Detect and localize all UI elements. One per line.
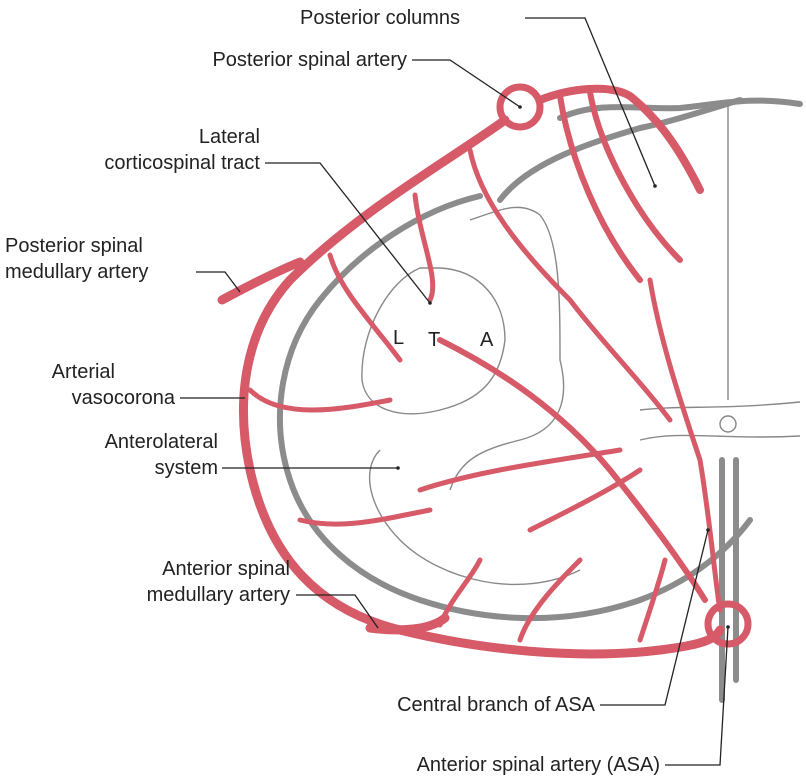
- label-posterior-columns: Posterior columns: [300, 7, 461, 29]
- artery-branch: [587, 89, 683, 263]
- leader-lateral-corticospinal: [265, 162, 431, 304]
- leader-posterior-columns: [525, 17, 656, 187]
- vasocorona-top: [536, 84, 704, 194]
- artery-branch: [247, 387, 393, 413]
- label-vasocorona-line2: vasocorona: [71, 387, 175, 409]
- label-posterior-medullary-line2: medullary artery: [5, 261, 149, 283]
- anterolateral-outline: [368, 449, 581, 586]
- posterior-spinal-medullary-artery: [217, 257, 305, 305]
- label-anterior-medullary-line2: medullary artery: [146, 584, 290, 606]
- artery-branch: [437, 337, 708, 603]
- label-lateral-line1: Lateral: [198, 126, 260, 148]
- artery-branch: [557, 93, 643, 283]
- label-lateral-line2: corticospinal tract: [104, 152, 260, 174]
- central-canal: [719, 415, 737, 433]
- label-posterior-spinal-artery: Posterior spinal artery: [212, 49, 407, 71]
- artery-branch: [467, 147, 673, 423]
- leader-anterior-spinal-artery: [665, 626, 729, 766]
- midline-fissure: [719, 457, 739, 703]
- leader-posterior-spinal-medullary: [196, 271, 241, 293]
- cord-outer-outline: [557, 97, 803, 121]
- vasocorona-ring: [239, 115, 725, 659]
- posterior-spinal-artery-vessel: [496, 83, 544, 131]
- label-anterolateral-line2: system: [154, 457, 218, 479]
- artery-branch: [517, 557, 583, 643]
- artery-branch: [417, 447, 623, 493]
- artery-branch: [297, 507, 433, 527]
- anterior-spinal-artery-vessel: [704, 600, 752, 648]
- artery-branch: [637, 557, 668, 643]
- label-letter-t: T: [428, 329, 441, 351]
- label-letter-l: L: [393, 327, 405, 349]
- artery-branch: [327, 252, 403, 363]
- label-anterolateral-line1: Anterolateral: [104, 431, 218, 453]
- artery-branch: [412, 192, 436, 303]
- label-letter-a: A: [480, 329, 494, 351]
- gray-horn-outline: [449, 206, 565, 491]
- anterior-spinal-medullary-artery: [365, 613, 450, 635]
- leader-anterior-spinal-medullary: [296, 594, 379, 629]
- artery-branch: [527, 467, 643, 533]
- label-central-branch-asa: Central branch of ASA: [397, 694, 595, 716]
- artery-branch: [647, 277, 723, 613]
- label-posterior-medullary-line1: Posterior spinal: [5, 235, 143, 257]
- label-arterial-line1: Arterial: [51, 361, 115, 383]
- white-matter-outline: [497, 97, 743, 203]
- label-anterior-medullary-line1: Anterior spinal: [162, 558, 290, 580]
- lateral-corticospinal-outline: [361, 267, 506, 415]
- label-anterior-spinal-artery: Anterior spinal artery (ASA): [416, 754, 660, 776]
- leader-central-branch-asa: [600, 529, 709, 706]
- leader-posterior-spinal-artery: [412, 59, 521, 108]
- central-canal-band: [639, 401, 801, 441]
